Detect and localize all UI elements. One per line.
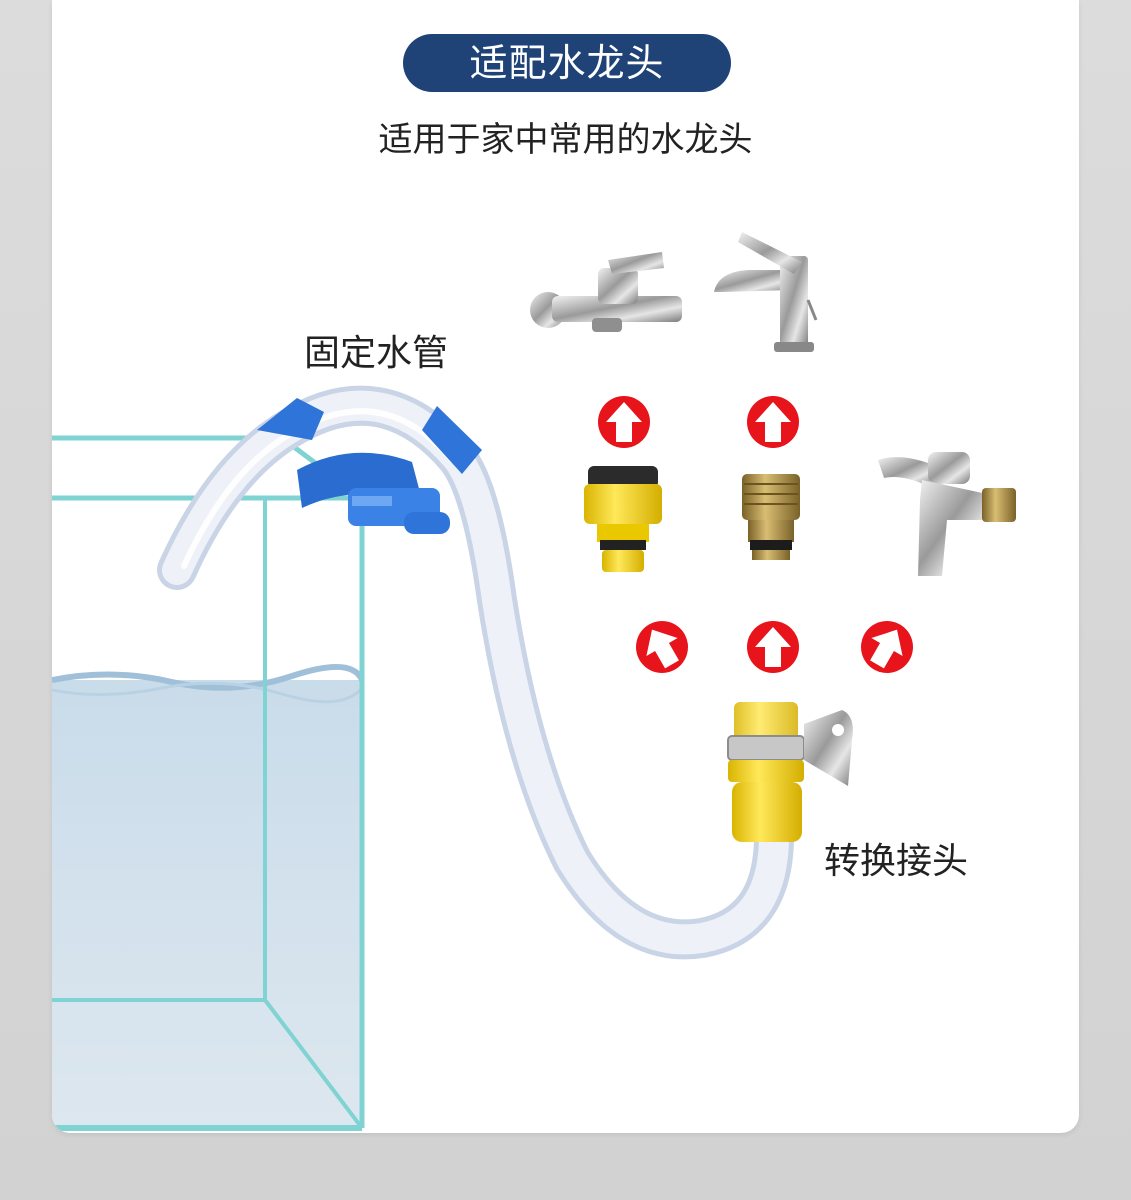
arrow-up-icon-2: [747, 396, 799, 448]
arrow-up-icon-3: [636, 621, 688, 673]
fix-pipe-label: 固定水管: [304, 333, 449, 374]
hose-clamp-connector-icon: [727, 702, 853, 842]
product-card: 适配水龙头 适用于家中常用的水龙头: [52, 0, 1079, 1133]
basin-faucet-icon: [714, 232, 818, 352]
page-subtitle: 适用于家中常用的水龙头: [378, 120, 753, 160]
illustration-scene: [52, 232, 1016, 1131]
adapter-label: 转换接头: [824, 841, 969, 882]
arrow-up-icon-1: [598, 396, 650, 448]
hose-clip-icon: [257, 398, 482, 534]
brass-adapter-icon: [742, 474, 800, 560]
plastic-adapter-icon: [584, 466, 662, 572]
arrow-up-icon-5: [861, 621, 913, 673]
arrow-up-icon-4: [747, 621, 799, 673]
wall-mixer-faucet-icon: [530, 252, 682, 332]
fish-tank: [52, 435, 365, 1131]
garden-tap-faucet-icon: [878, 452, 1016, 576]
page-title: 适配水龙头: [403, 34, 731, 92]
